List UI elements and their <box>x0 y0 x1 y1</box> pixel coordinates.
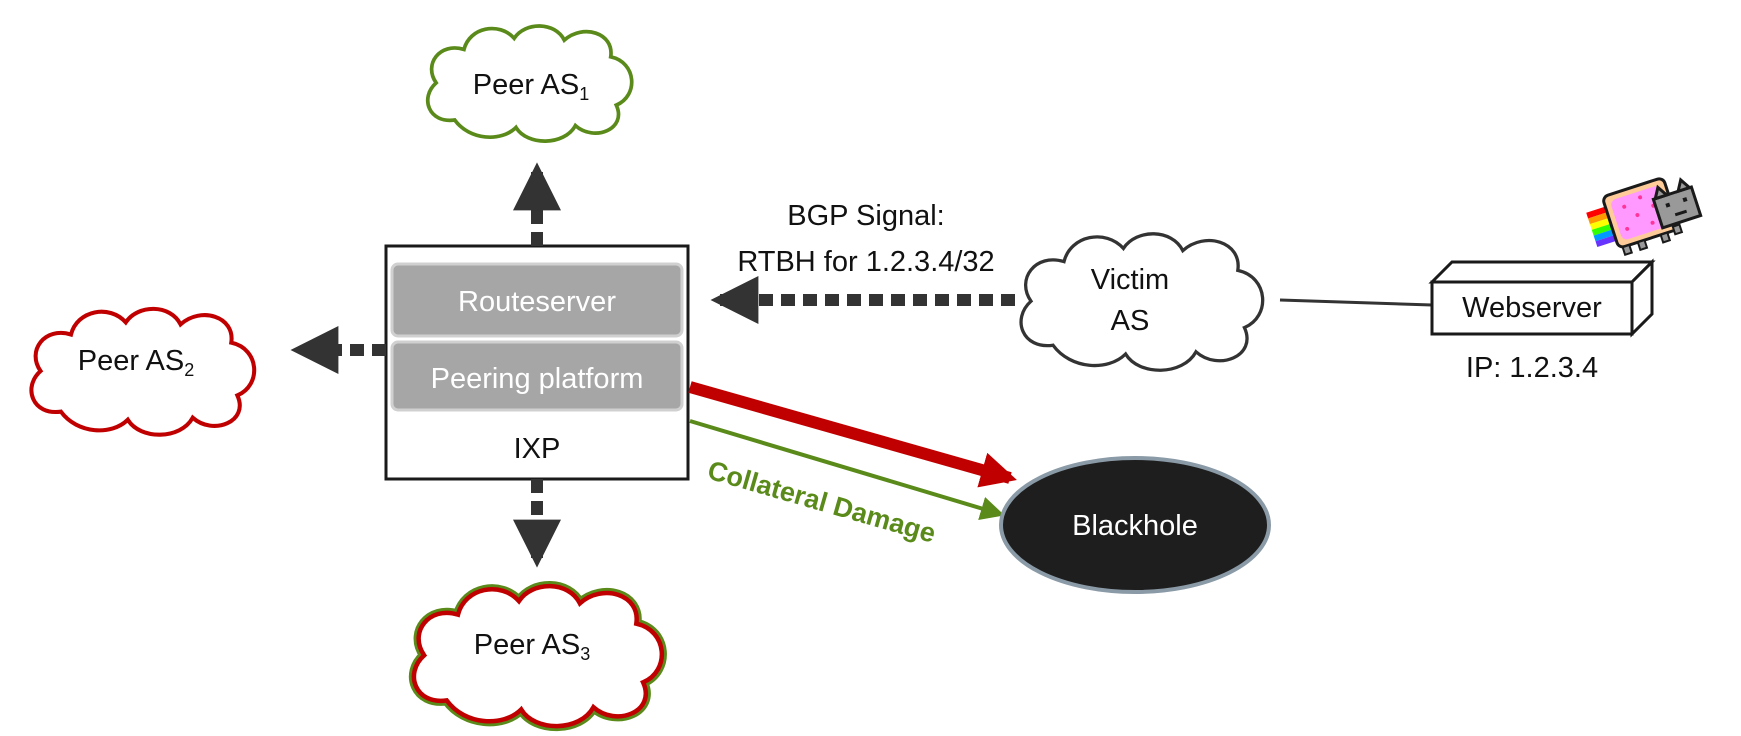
webserver-label: Webserver <box>1462 292 1602 324</box>
red-traffic-arrow <box>688 381 1017 488</box>
peer-as1-label: Peer AS1 <box>473 69 589 104</box>
bgp-signal-label-line2: RTBH for 1.2.3.4/32 <box>737 246 994 278</box>
peer-as3-label: Peer AS3 <box>474 629 590 664</box>
ixp-box: Routeserver Peering platform IXP <box>384 244 690 481</box>
routeserver-label: Routeserver <box>458 286 616 318</box>
victim-webserver-link <box>1279 298 1433 307</box>
peering-platform-label: Peering platform <box>431 363 644 395</box>
peer-as1-cloud: Peer AS1 <box>428 26 632 141</box>
blackhole: Blackhole <box>999 456 1271 594</box>
peer-as2-cloud: Peer AS2 <box>31 309 254 435</box>
webserver-ip-label: IP: 1.2.3.4 <box>1466 352 1598 384</box>
victim-as-cloud: Victim AS <box>1019 232 1265 372</box>
bgp-signal-label-line1: BGP Signal: <box>787 200 944 232</box>
ixp-label: IXP <box>514 433 561 465</box>
victim-as-label-line2: AS <box>1111 305 1150 337</box>
routeserver-box <box>390 262 684 338</box>
collateral-damage-label: Collateral Damage <box>704 455 939 549</box>
victim-as-label-line1: Victim <box>1091 264 1169 296</box>
peer-as3-cloud: Peer AS3 <box>414 586 662 726</box>
blackhole-label: Blackhole <box>1072 510 1198 542</box>
green-traffic-arrow <box>689 419 1005 520</box>
peering-platform-box <box>390 340 684 412</box>
peer-as2-label: Peer AS2 <box>78 345 194 380</box>
nyan-cat-icon <box>1586 177 1703 257</box>
webserver-box: Webserver <box>1428 258 1656 338</box>
